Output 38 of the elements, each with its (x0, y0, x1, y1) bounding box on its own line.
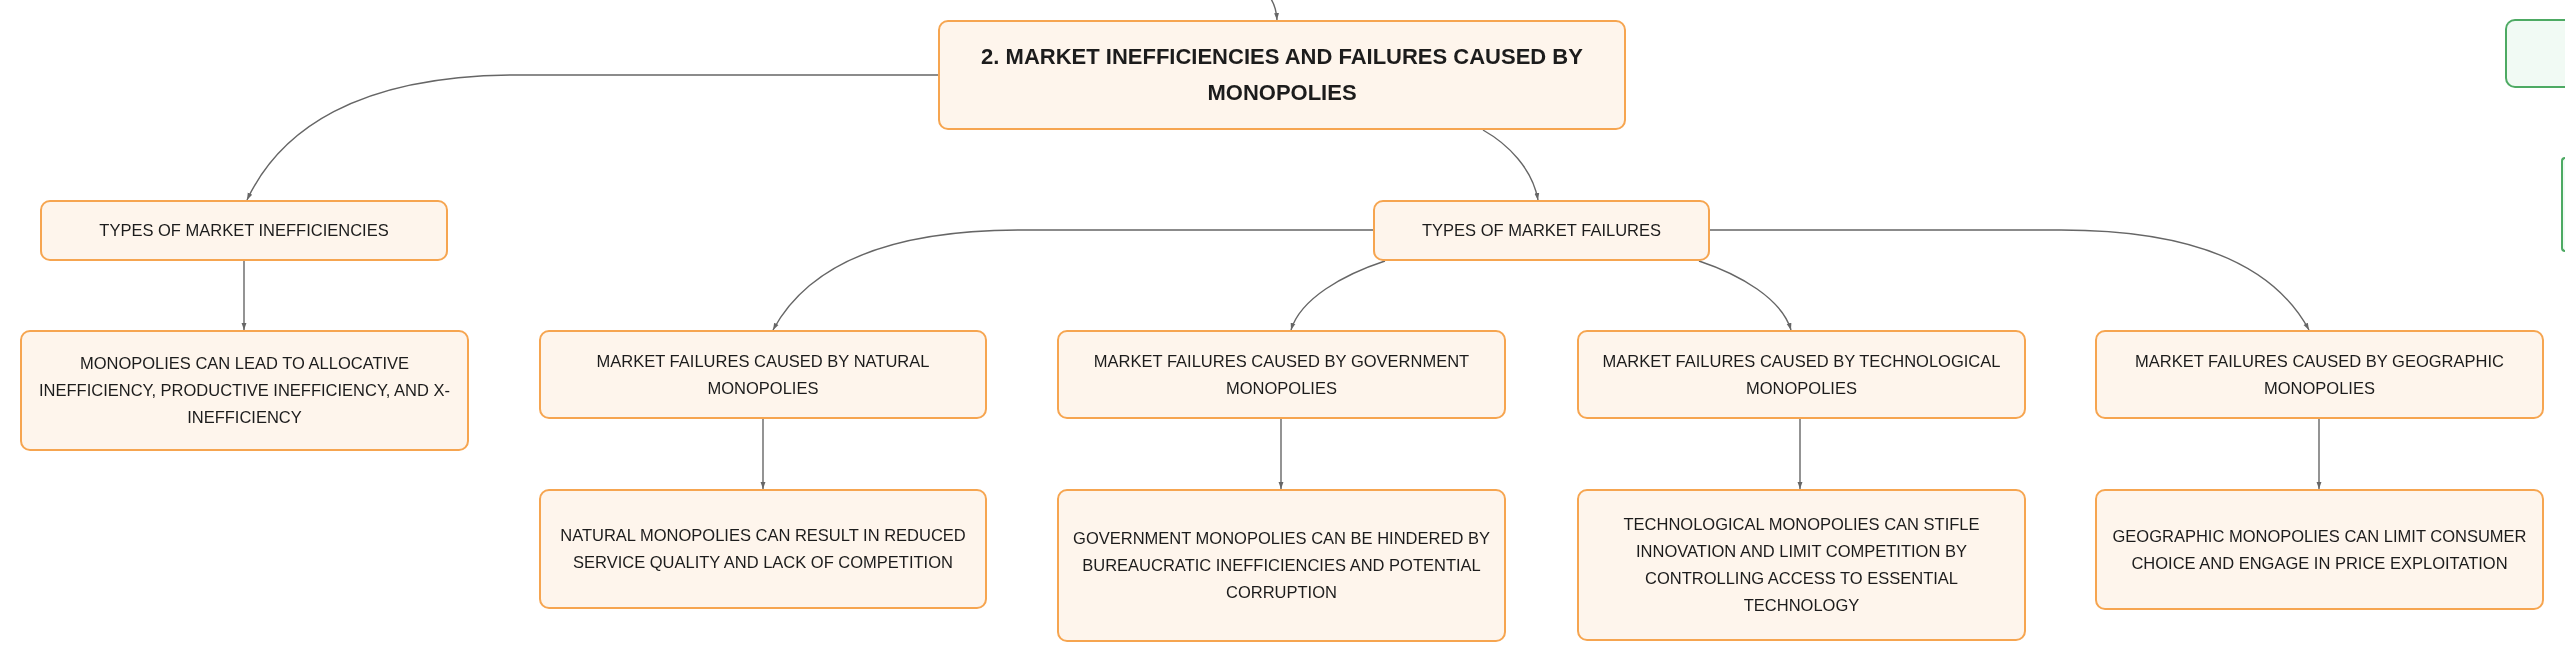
arrow (2316, 418, 2322, 490)
arrow (1797, 418, 1803, 490)
topic-box (2561, 157, 2565, 252)
branch-topic-box (40, 200, 448, 261)
topic-text: MARKET FAILURES CAUSED BY TECHNOLOGICAL MONOPOLIES (1601, 350, 2002, 399)
branch-topic-box (1373, 200, 1710, 261)
central-topic-box (938, 20, 1626, 130)
detail-box (539, 489, 987, 609)
subtopic-box (2095, 330, 2544, 419)
topic-text: TYPES OF MARKET INEFFICIENCIES (99, 220, 389, 241)
topic-text: MARKET FAILURES CAUSED BY GOVERNMENT MONOPOLIES (1092, 350, 1471, 399)
subtopic-box (20, 330, 469, 451)
topic-text: TECHNOLOGICAL MONOPOLIES CAN STIFLE INNOVATION AND LIMIT COMPETITION BY CONTROLLING ACCESS TO ESSENTIAL TECHNOLOGY (1622, 514, 1981, 616)
arrow (241, 260, 247, 331)
detail-box (1057, 489, 1506, 642)
central-topic-title: 2. MARKET INEFFICIENCIES AND FAILURES CAUSED BY MONOPOLIES (980, 43, 1584, 107)
topic-text: MONOPOLIES CAN LEAD TO ALLOCATIVE INEFFICIENCY, PRODUCTIVE INEFFICIENCY, AND X-INEFFICIENCY (37, 353, 451, 428)
arrow (1482, 129, 1539, 201)
topic-text: GEOGRAPHIC MONOPOLIES CAN LIMIT CONSUMER CHOICE AND ENGAGE IN PRICE EXPLOITATION (2111, 525, 2528, 574)
subtopic-box (1577, 330, 2026, 419)
detail-box (1577, 489, 2026, 641)
arrow (760, 418, 766, 490)
arrow (246, 74, 939, 201)
arrow (1698, 260, 1792, 331)
detail-box (2095, 489, 2544, 610)
topic-text: MARKET FAILURES CAUSED BY NATURAL MONOPOLIES (595, 350, 931, 399)
arrow (1290, 260, 1386, 331)
arrow (1270, 0, 1279, 21)
arrow (772, 229, 1374, 331)
arrow (1709, 229, 2310, 331)
subtopic-box (1057, 330, 1506, 419)
topic-text: NATURAL MONOPOLIES CAN RESULT IN REDUCED SERVICE QUALITY AND LACK OF COMPETITION (559, 525, 967, 573)
topic-text: TYPES OF MARKET FAILURES (1422, 220, 1661, 241)
subtopic-box (539, 330, 987, 419)
topic-text: MARKET FAILURES CAUSED BY GEOGRAPHIC MONOPOLIES (2134, 350, 2505, 399)
arrow (1278, 418, 1284, 490)
topic-box (2505, 19, 2565, 88)
topic-text: GOVERNMENT MONOPOLIES CAN BE HINDERED BY BUREAUCRATIC INEFFICIENCIES AND POTENTIAL CORRUPTION (1072, 528, 1491, 603)
